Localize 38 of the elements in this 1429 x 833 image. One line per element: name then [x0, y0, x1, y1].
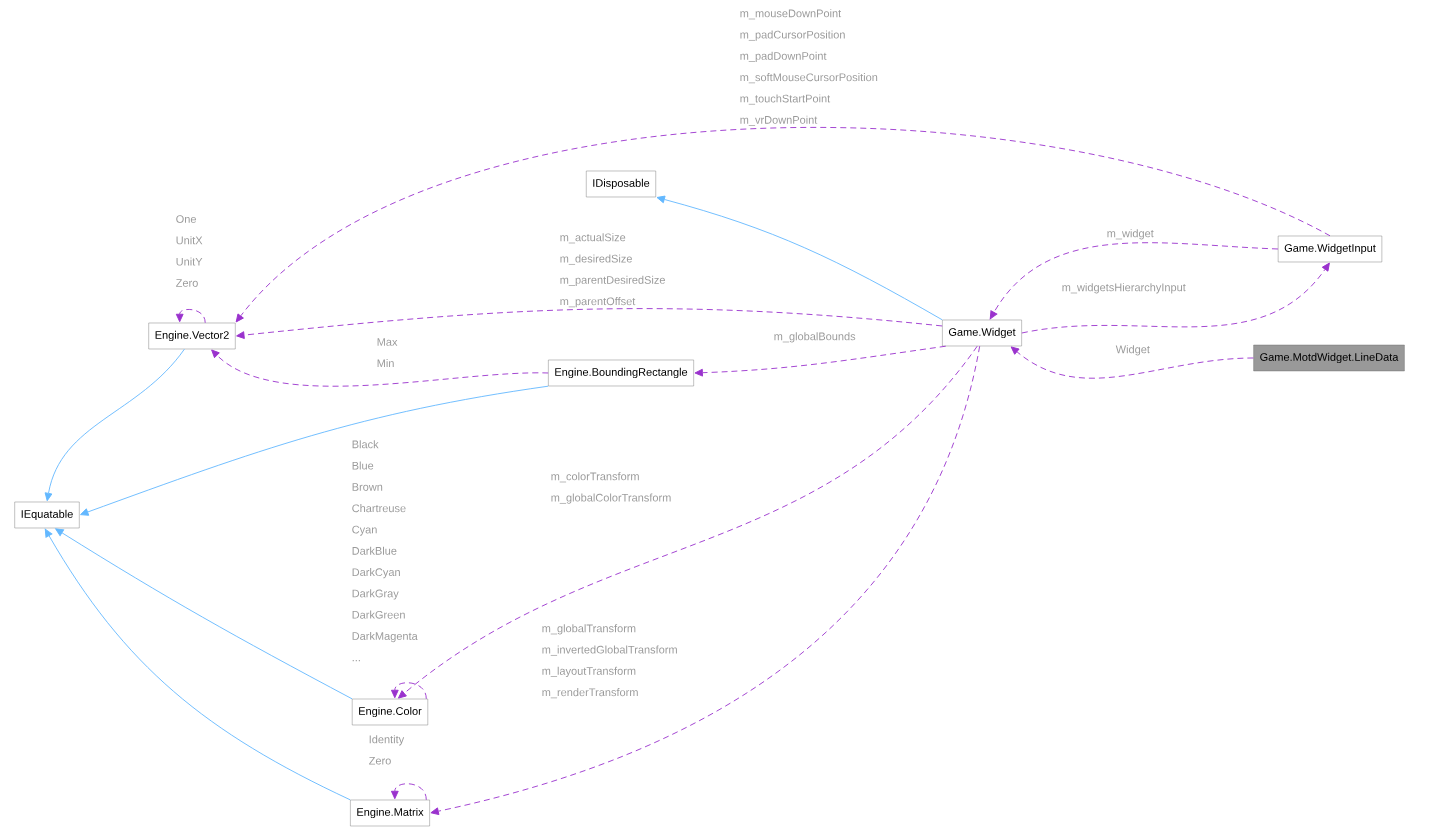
- dependency-arrow: [235, 127, 1331, 323]
- edge-label: m_globalBounds: [774, 332, 856, 343]
- edge-label: m_widgetsHierarchyInput: [1062, 283, 1186, 294]
- edge-label: Max Min: [377, 338, 398, 368]
- edge-label: m_widget: [1107, 229, 1154, 240]
- dependency-arrow: [236, 308, 943, 339]
- dependency-arrow: [390, 682, 427, 700]
- dependency-arrow: [211, 349, 549, 387]
- dependency-arrow: [80, 385, 549, 516]
- dependency-arrow: [55, 528, 353, 700]
- edge-label: Identity Zero: [369, 735, 405, 765]
- dependency-arrow: [694, 345, 947, 377]
- class-box: Game.MotdWidget.LineData: [1253, 344, 1405, 372]
- class-box: Game.WidgetInput: [1277, 235, 1383, 263]
- class-box: Engine.Matrix: [350, 799, 430, 827]
- class-box: IDisposable: [586, 170, 656, 198]
- class-box: Engine.Color: [352, 698, 428, 726]
- dependency-arrow: [44, 348, 185, 502]
- edge-label: One UnitX UnitY Zero: [176, 215, 203, 287]
- dependency-arrow: [44, 528, 351, 801]
- dependency-arrow: [390, 783, 427, 801]
- class-box: Game.Widget: [942, 319, 1022, 347]
- edge-label: Black Blue Brown Chartreuse Cyan DarkBlue DarkCyan DarkGray DarkGreen DarkMagenta ...: [352, 440, 418, 662]
- dependency-arrow: [430, 345, 981, 816]
- edge-label: m_globalTransform m_invertedGlobalTransform m_layoutTransform m_renderTransform: [542, 624, 677, 699]
- class-box: Engine.Vector2: [148, 322, 236, 350]
- class-box: Engine.BoundingRectangle: [548, 359, 694, 387]
- dependency-arrow: [989, 242, 1279, 320]
- dependency-arrow: [398, 345, 978, 699]
- edge-label: m_colorTransform m_globalColorTransform: [551, 472, 671, 504]
- edge-label: m_actualSize m_desiredSize m_parentDesiredSize m_parentOffset: [560, 233, 665, 308]
- edge-label: m_mouseDownPoint m_padCursorPosition m_padDownPoint m_softMouseCursorPosition m_touchStartPoint m_vrDownPoint: [740, 9, 878, 126]
- dependency-arrow: [1021, 262, 1330, 334]
- edge-label: Widget: [1115, 345, 1150, 356]
- dependency-arrow: [656, 195, 943, 321]
- class-box: IEquatable: [14, 501, 80, 529]
- dependency-arrow: [175, 309, 206, 324]
- dependency-arrow: [1010, 346, 1254, 379]
